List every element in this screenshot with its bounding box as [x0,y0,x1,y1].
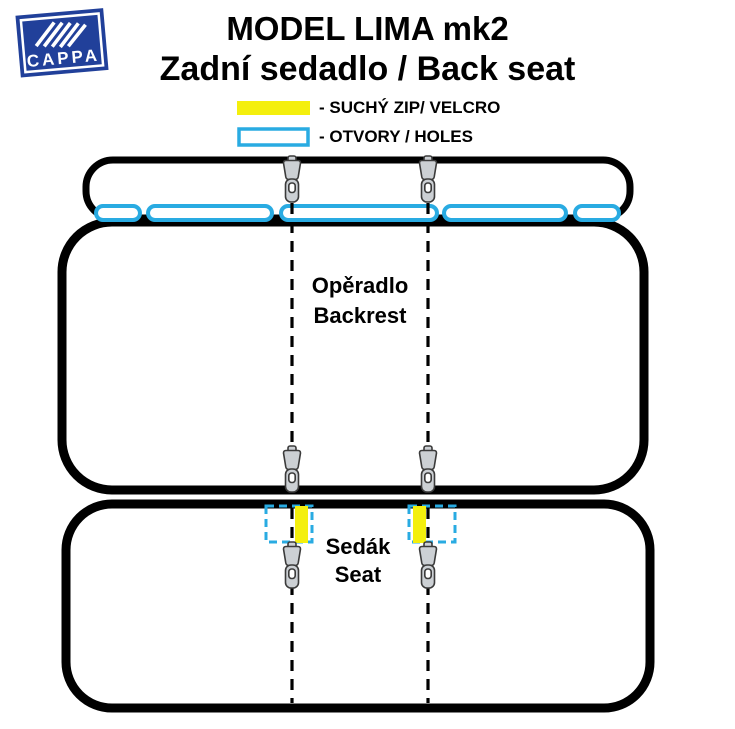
zipper-pull-mid-left-icon [282,445,302,493]
velcro-strip-right [413,506,426,543]
seat-outline [61,499,655,713]
velcro-swatch-fill [237,101,310,115]
zipper-pull-mid-right-icon [418,445,438,493]
velcro-swatch [237,101,310,115]
velcro-strip-left [295,506,308,543]
zipper-pull-seat-left-icon [282,541,302,589]
logo-border [19,12,105,74]
holes-swatch-outline [237,127,310,147]
holes-swatch [237,127,310,147]
zipper-pull-top-right-icon [418,155,438,203]
cappa-logo: CAPPA [15,8,109,78]
backrest-outline [57,217,649,495]
zipper-pull-seat-right-icon [418,541,438,589]
legend-item-holes: - OTVORY / HOLES [237,127,473,147]
page-title: MODEL LIMA mk2 [226,10,509,47]
hole-slot-4 [442,204,568,222]
zipper-pull-top-left-icon [282,155,302,203]
backrest-label-en: Backrest [314,303,408,328]
legend-holes-label: - OTVORY / HOLES [319,127,473,146]
hole-slot-5 [573,204,621,222]
hole-slots [94,204,621,222]
logo-stripes [34,21,87,49]
hole-slot-2 [146,204,274,222]
backrest-label-cs: Opěradlo [312,273,409,298]
seat-label-en: Seat [335,562,382,587]
hole-slot-1 [94,204,142,222]
legend-velcro-label: - SUCHÝ ZIP/ VELCRO [319,98,501,117]
legend-item-velcro: - SUCHÝ ZIP/ VELCRO [237,98,500,118]
page-subtitle: Zadní sedadlo / Back seat [159,50,576,88]
hole-slot-3 [279,204,439,222]
seat-label-cs: Sedák [326,534,392,559]
